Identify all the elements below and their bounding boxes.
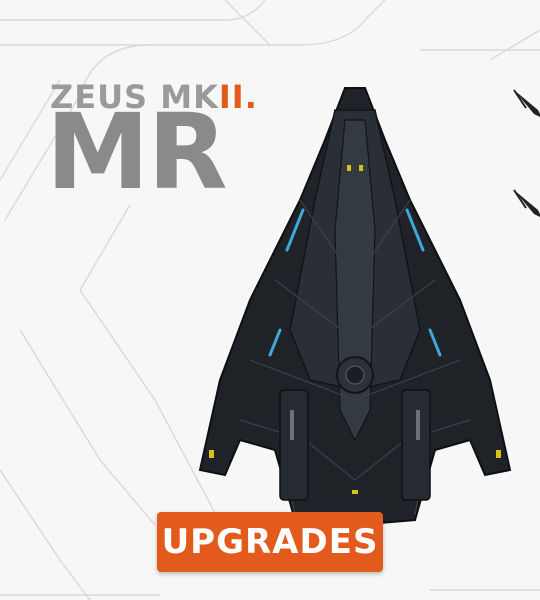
product-title: MR xyxy=(46,91,228,213)
ship-silhouette-icon xyxy=(513,89,540,117)
subtitle-accent: II. xyxy=(218,78,258,116)
ship-silhouette-icon xyxy=(513,189,540,217)
product-subtitle: ZEUS MKII. xyxy=(50,80,258,114)
subtitle-prefix: ZEUS MK xyxy=(50,78,219,116)
upgrades-button[interactable]: UPGRADES xyxy=(157,512,383,572)
spaceship-top-view-icon xyxy=(198,87,512,527)
